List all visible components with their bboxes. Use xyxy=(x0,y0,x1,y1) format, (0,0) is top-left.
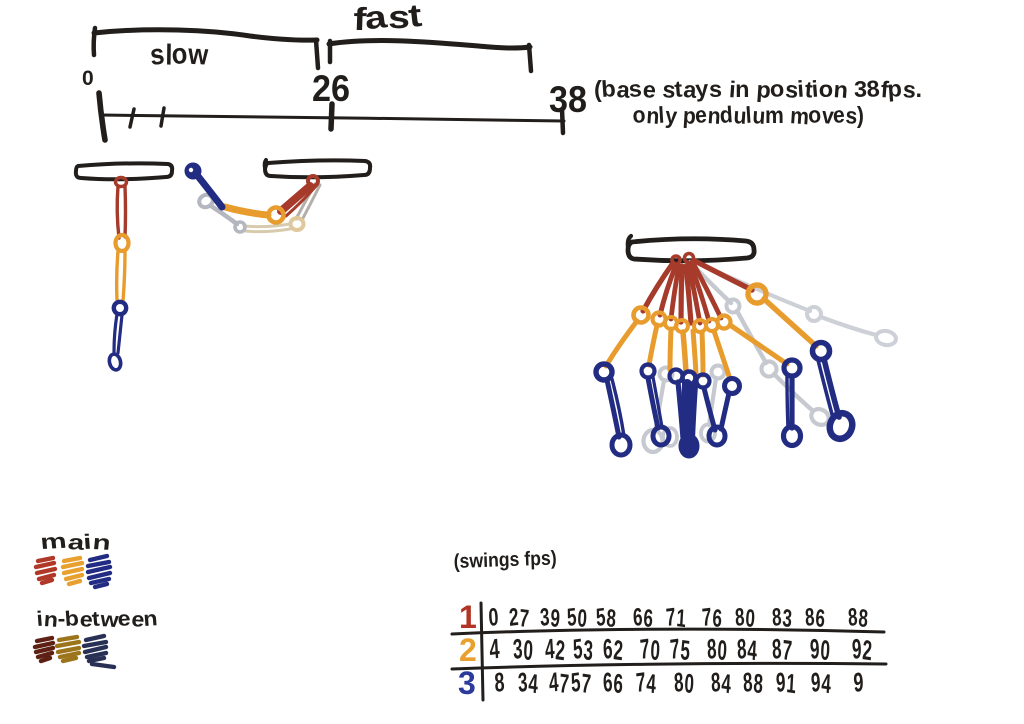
svg-text:in-between: in-between xyxy=(36,607,159,632)
svg-text:38: 38 xyxy=(549,79,587,120)
svg-text:8: 8 xyxy=(493,667,506,698)
svg-text:(swings fps): (swings fps) xyxy=(453,547,557,573)
svg-text:main: main xyxy=(40,529,111,555)
svg-text:26: 26 xyxy=(312,68,350,109)
svg-text:0: 0 xyxy=(487,603,499,632)
svg-text:9: 9 xyxy=(852,667,865,698)
svg-text:0: 0 xyxy=(82,67,94,90)
svg-text:3: 3 xyxy=(458,665,476,701)
svg-text:4: 4 xyxy=(488,633,501,665)
svg-text:2: 2 xyxy=(459,632,477,668)
svg-text:only pendulum moves): only pendulum moves) xyxy=(632,101,864,129)
svg-text:(base stays in position 38fps.: (base stays in position 38fps. xyxy=(594,75,922,103)
svg-text:slow: slow xyxy=(148,37,210,73)
svg-text:1: 1 xyxy=(459,599,477,635)
